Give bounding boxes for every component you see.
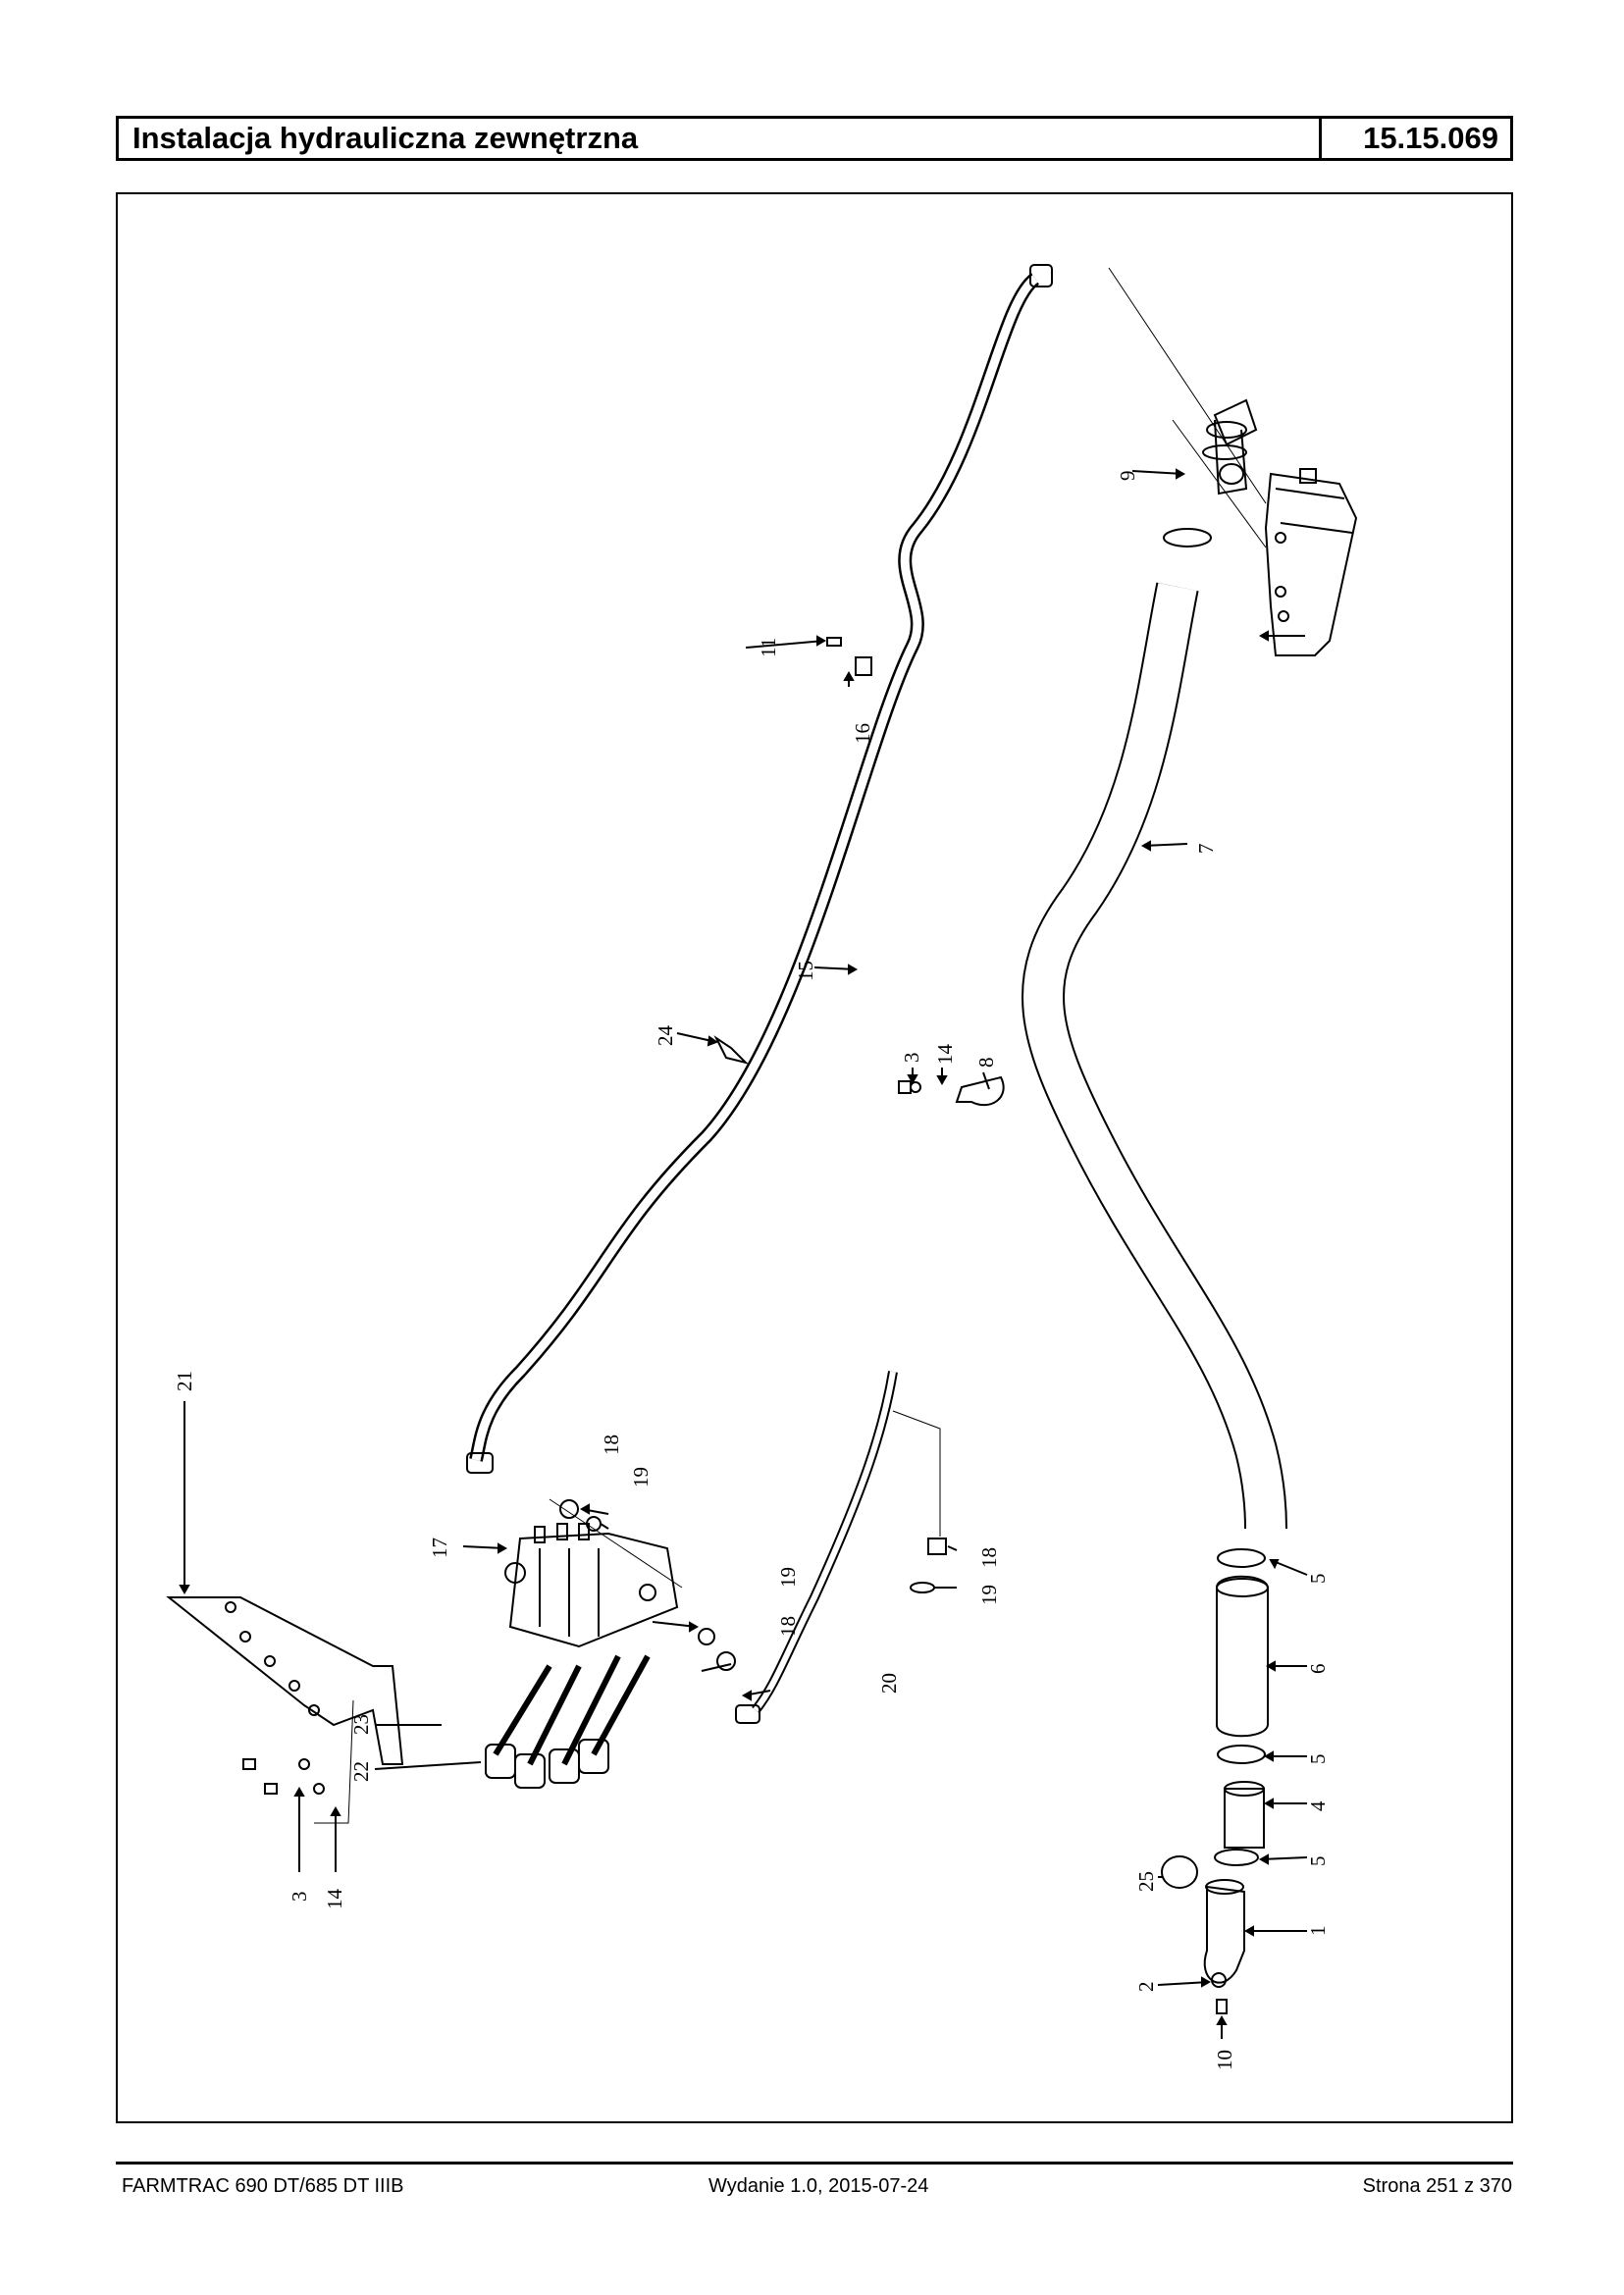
- footer-page-number: Strona 251 z 370: [1362, 2175, 1512, 2197]
- page-header: Instalacja hydrauliczna zewnętrzna 15.15…: [116, 116, 1513, 161]
- callout-label: 16: [851, 723, 874, 744]
- elbow-fitting-9: [1163, 398, 1258, 548]
- callout-label: 3: [900, 1053, 923, 1064]
- footer-divider: [116, 2162, 1513, 2165]
- callout-label: 17: [428, 1538, 451, 1558]
- callout-label: 18: [977, 1547, 1001, 1568]
- callout-label: 5: [1306, 1574, 1330, 1585]
- callout-label: 3: [288, 1892, 311, 1903]
- callout-label: 18: [600, 1434, 623, 1455]
- hydraulic-diagram: 1 2 3 3 4 5 5 5 6 7 8 9 10 11 14 14 15 1…: [166, 264, 1358, 2071]
- callout-label: 19: [977, 1585, 1001, 1605]
- pump-assembly: [1108, 267, 1358, 656]
- callout-label: 7: [1194, 844, 1218, 855]
- page-title: Instalacja hydrauliczna zewnętrzna: [119, 119, 1322, 158]
- callout-label: 6: [1306, 1664, 1330, 1675]
- callout-label: 2: [1134, 1982, 1158, 1993]
- footer-edition: Wydanie 1.0, 2015-07-24: [708, 2175, 929, 2197]
- callout-label: 1: [1306, 1926, 1330, 1937]
- diagram-frame: 1 2 3 3 4 5 5 5 6 7 8 9 10 11 14 14 15 1…: [116, 192, 1513, 2123]
- callout-label: 19: [629, 1467, 653, 1487]
- callout-label: 15: [794, 961, 817, 981]
- callout-label: 24: [654, 1025, 677, 1047]
- callout-label: 23: [349, 1714, 373, 1735]
- callout-label: 20: [877, 1673, 901, 1694]
- valve-block-17: [504, 1523, 679, 1648]
- bracket-8: [898, 1075, 1005, 1107]
- clip-16: [826, 637, 872, 676]
- callout-label: 14: [323, 1889, 346, 1910]
- callout-label: 18: [776, 1616, 800, 1637]
- callout-label: 9: [1116, 471, 1139, 482]
- hose-20: [698, 1371, 947, 1724]
- clip-24: [713, 1035, 750, 1065]
- callout-label: 10: [1213, 2050, 1236, 2070]
- bracket-21: [166, 1596, 404, 1824]
- leader-lines: [179, 468, 1308, 2039]
- section-code: 15.15.069: [1363, 121, 1498, 155]
- callout-label: 14: [933, 1044, 957, 1066]
- callout-label: 11: [757, 638, 780, 657]
- callout-label: 21: [173, 1371, 196, 1391]
- couplers-22: [485, 1654, 651, 1789]
- callout-label: 25: [1134, 1871, 1158, 1892]
- callout-label: 5: [1306, 1754, 1330, 1765]
- footer-model: FARMTRAC 690 DT/685 DT IIIB: [122, 2175, 404, 2197]
- callout-label: 4: [1306, 1800, 1330, 1811]
- callout-label: 19: [776, 1567, 800, 1588]
- callout-label: 8: [974, 1058, 998, 1069]
- hose-7: [1022, 582, 1287, 1530]
- filter-assembly: [1161, 1548, 1269, 2014]
- callout-labels: 1 2 3 3 4 5 5 5 6 7 8 9 10 11 14 14 15 1…: [173, 471, 1330, 2071]
- callout-label: 5: [1306, 1856, 1330, 1867]
- hose-15: [466, 264, 1053, 1474]
- callout-label: 22: [349, 1761, 373, 1782]
